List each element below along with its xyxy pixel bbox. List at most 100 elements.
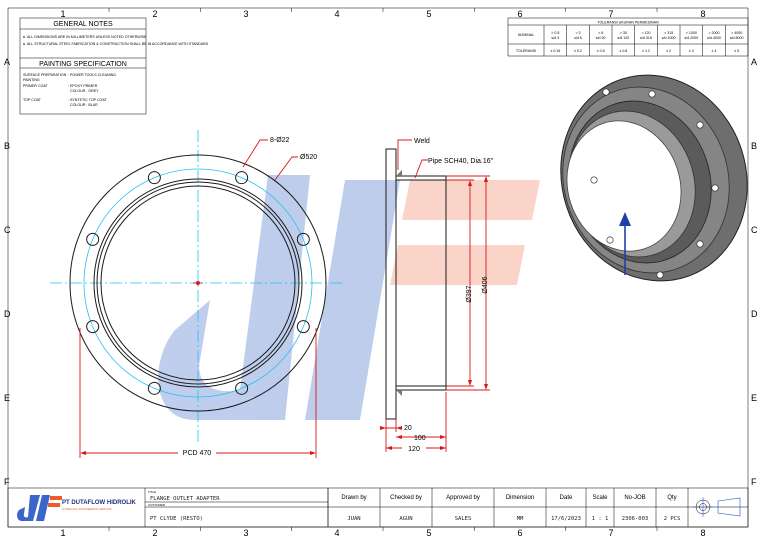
painting-value-1: : POWER TOOLS CLEANING xyxy=(68,73,116,77)
tolerance-nominal-range-3: s/d 30 xyxy=(596,36,606,40)
tolerance-nominal-range-1: s/d 3 xyxy=(551,36,559,40)
bore-dimension: Ø397 xyxy=(466,285,473,302)
row-label-left-F: F xyxy=(4,477,10,487)
tolerance-value-5: ± 1.2 xyxy=(642,49,650,53)
painting-value-4: COLOUR : GREY xyxy=(70,89,99,93)
pcd-circle xyxy=(83,168,313,398)
painting-value-6: COLOUR : BLUE xyxy=(70,103,98,107)
title-block-label-8: Qty xyxy=(667,495,676,501)
row-label-right-B: B xyxy=(751,141,757,151)
title-block-label-4: Dimension xyxy=(506,495,534,501)
column-label-top-8: 8 xyxy=(700,9,705,19)
column-label-bottom-6: 6 xyxy=(517,528,522,538)
tolerance-nominal-range-2: s/d 6 xyxy=(574,36,582,40)
outer-diameter-label: Ø520 xyxy=(300,154,317,161)
row-label-left-C: C xyxy=(4,225,11,235)
tolerance-value-6: ± 2 xyxy=(666,49,671,53)
company-name: PT DUTAFLOW HIDROLIK xyxy=(62,500,137,506)
row-label-left-B: B xyxy=(4,141,10,151)
tolerance-value-8: ± 4 xyxy=(712,49,717,53)
tolerance-nominal-5: > 120 xyxy=(641,31,650,35)
tolerance-table: TOLERANSI UKURAN PERMESINAN NOMINAL TOLE… xyxy=(507,17,749,57)
column-label-bottom-8: 8 xyxy=(700,528,705,538)
bolt-hole xyxy=(86,232,100,246)
flange-thickness-dimension: 20 xyxy=(404,425,412,432)
row-label-right-A: A xyxy=(751,57,757,67)
tolerance-value-1: ± 0.15 xyxy=(550,49,560,53)
row-labels-right: A B C D E F xyxy=(751,57,758,487)
tolerance-nominal-8: > 2000 xyxy=(708,31,719,35)
general-note-2: ALL STRUCTURAL STEEL FABRICATION & CONST… xyxy=(27,42,209,46)
title-block-label-6: Scale xyxy=(592,495,608,501)
column-label-bottom-3: 3 xyxy=(243,528,248,538)
title-block-value-8: 2 PCS xyxy=(664,516,681,522)
row-label-left-A: A xyxy=(4,57,10,67)
row-label-right-E: E xyxy=(751,393,757,403)
bolt-hole-label: 8-Ø22 xyxy=(270,137,290,144)
flange-inner-edge xyxy=(93,178,303,388)
pipe-outer xyxy=(96,181,300,385)
bolt-hole xyxy=(296,232,310,246)
general-notes-title: GENERAL NOTES xyxy=(53,21,113,28)
row-label-left-E: E xyxy=(4,393,10,403)
tolerance-nominal-label: NOMINAL xyxy=(518,33,534,37)
painting-value-5: : SYNTETIC TOP COAT xyxy=(68,98,107,102)
column-label-bottom-5: 5 xyxy=(426,528,431,538)
bolt-hole xyxy=(235,381,249,395)
drawing-title: FLANGE OUTLET ADAPTER xyxy=(150,496,220,502)
bolt-hole xyxy=(86,320,100,334)
pipe-section xyxy=(395,175,447,391)
bolt-hole xyxy=(296,320,310,334)
bolt-hole xyxy=(235,171,249,185)
title-block-value-1: JUAN xyxy=(347,516,360,522)
painting-label-2: PAINTING xyxy=(23,78,40,82)
customer-field-label: CUSTOMER xyxy=(148,503,166,507)
company-tagline: HYDRAULIC ENGINEERING SERVICE xyxy=(62,507,112,511)
title-block-value-4: MM xyxy=(517,516,524,522)
row-label-right-D: D xyxy=(751,309,758,319)
tolerance-nominal-range-9: s/d 8000 xyxy=(730,36,744,40)
projection-symbol-icon xyxy=(693,497,741,517)
title-block-value-2: AGUN xyxy=(399,516,412,522)
pipe-od-dimension: Ø406 xyxy=(482,276,489,293)
title-block-label-7: No-JOB xyxy=(624,495,645,501)
row-label-right-F: F xyxy=(751,477,757,487)
company-logo xyxy=(17,495,62,521)
overall-length-dimension: 120 xyxy=(408,446,420,453)
painting-label-1: SURFACE PREPARATION xyxy=(23,73,67,77)
tolerance-nominal-3: > 6 xyxy=(598,31,603,35)
tolerance-nominal-range-6: s/d 1000 xyxy=(662,36,676,40)
column-label-bottom-4: 4 xyxy=(334,528,339,538)
column-label-top-6: 6 xyxy=(517,9,522,19)
column-label-top-7: 7 xyxy=(608,9,613,19)
title-block-value-7: 2306-003 xyxy=(622,516,649,522)
general-notes-panel: GENERAL NOTES ALL DIMENSIONS ARE IN MILL… xyxy=(19,17,209,115)
tolerance-row-label: TOLERANSI xyxy=(516,49,536,53)
title-block-label-3: Approved by xyxy=(446,495,480,501)
front-view: 8-Ø22 Ø520 PCD 470 xyxy=(50,130,345,458)
title-field-label: TITLE xyxy=(148,490,156,494)
column-label-top-4: 4 xyxy=(334,9,339,19)
row-label-right-C: C xyxy=(751,225,758,235)
side-view: Weld Pipe SCH40, Dia.16" Ø397 Ø406 20 10… xyxy=(380,138,494,453)
title-block-label-2: Checked by xyxy=(390,495,422,501)
watermark-logo xyxy=(158,175,540,420)
tolerance-nominal-range-7: s/d 2000 xyxy=(684,36,698,40)
title-block-value-5: 17/6/2023 xyxy=(551,516,581,522)
column-label-top-1: 1 xyxy=(60,9,65,19)
tolerance-nominal-9: > 4000 xyxy=(731,31,742,35)
painting-label-5: TOP COAT xyxy=(23,98,42,102)
painting-value-3: : EPOXY PRIMER xyxy=(68,84,98,88)
column-label-top-2: 2 xyxy=(152,9,157,19)
flange-outer-edge xyxy=(69,154,327,412)
pipe-label: Pipe SCH40, Dia.16" xyxy=(428,158,494,165)
title-block: TITLE FLANGE OUTLET ADAPTER CUSTOMER PT … xyxy=(7,487,749,528)
bolt-hole xyxy=(147,381,161,395)
weld-label: Weld xyxy=(414,138,430,145)
customer-name: PT CLYDE (RESTO) xyxy=(150,516,203,522)
tolerance-nominal-1: > 0.5 xyxy=(551,31,559,35)
